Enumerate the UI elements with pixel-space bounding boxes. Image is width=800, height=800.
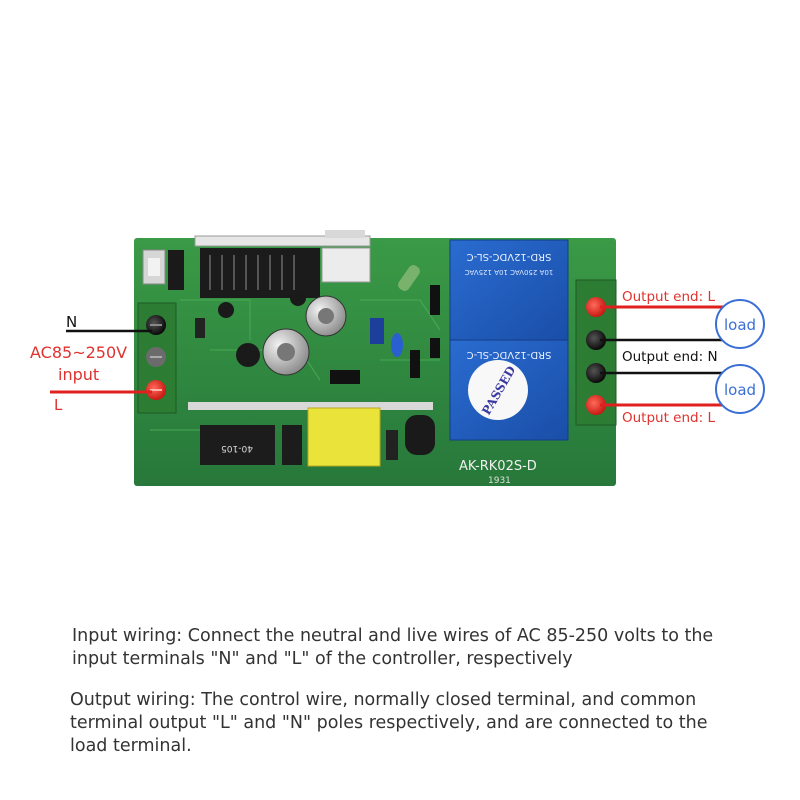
push-button [142, 249, 166, 285]
jumper-header [168, 250, 184, 290]
relay-top-rating: 10A 250VAC 10A 125VAC [465, 268, 554, 276]
load-bottom-label: load [724, 381, 756, 399]
inductor [398, 265, 420, 291]
input-l-label: L [54, 396, 63, 414]
passed-sticker: PASSED [468, 360, 528, 420]
load-bottom: load [715, 364, 765, 414]
load-top-label: load [724, 316, 756, 334]
input-voltage-label: AC85~250V [30, 343, 127, 362]
relay-top-text: SRD-12VDC-SL-C [467, 251, 552, 262]
header-pins [194, 230, 371, 247]
relay-bottom: SRD-12VDC-SL-C PASSED [449, 339, 569, 441]
output-wires [600, 305, 740, 407]
smd-components [195, 285, 440, 384]
output-terminal-block [575, 279, 617, 426]
output-wiring-description: Output wiring: The control wire, normall… [70, 690, 708, 756]
relay-bottom-text: SRD-12VDC-SL-C [467, 349, 552, 360]
capacitor-text: 40-105 [221, 443, 253, 453]
load-top: load [715, 299, 765, 349]
electrolytic-capacitors [218, 290, 347, 376]
input-n-label: N [66, 313, 77, 331]
input-terminal-block [137, 302, 177, 414]
output-top-label: Output end: L [622, 289, 715, 305]
rf-module [200, 247, 371, 298]
input-wires [50, 329, 152, 394]
board-model: AK-RK02S-D [459, 459, 537, 474]
input-wiring-description: Input wiring: Connect the neutral and li… [72, 626, 714, 669]
relay-top: SRD-12VDC-SL-C 10A 250VAC 10A 125VAC [449, 239, 569, 341]
board-date-code: 1931 [488, 476, 511, 486]
output-bottom-label: Output end: L [622, 410, 715, 426]
output-middle-label: Output end: N [622, 349, 718, 365]
power-section: 40-105 [188, 402, 435, 467]
input-word-label: input [58, 365, 99, 384]
